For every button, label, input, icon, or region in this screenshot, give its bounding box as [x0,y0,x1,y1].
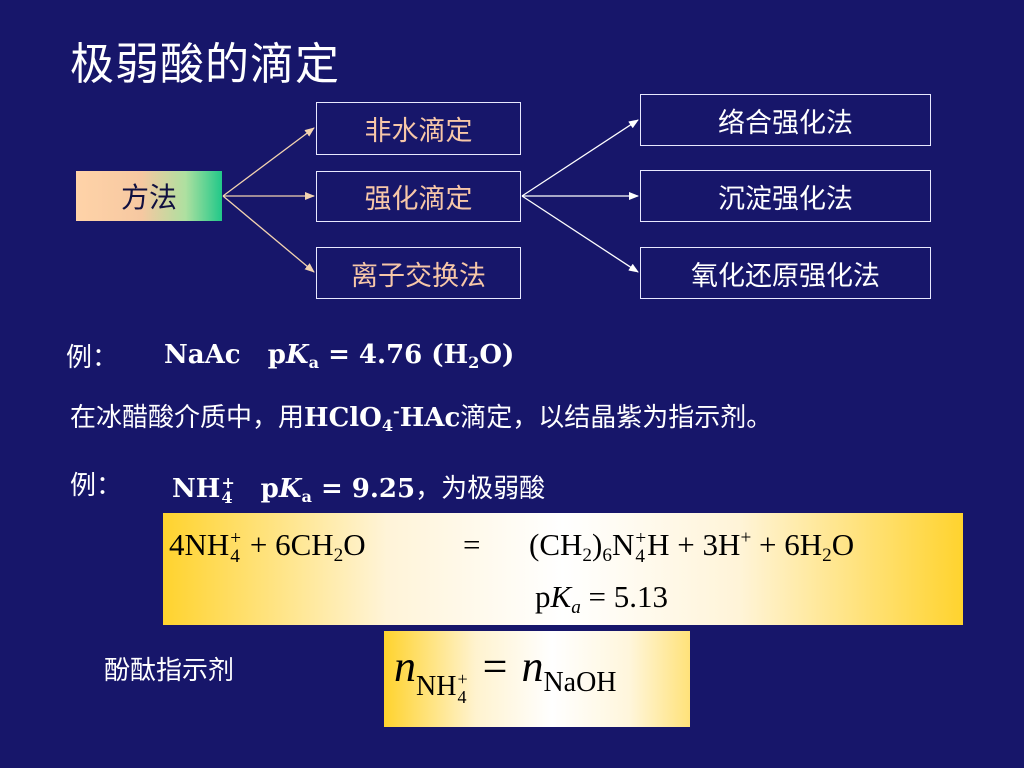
example2-compound: NH [172,474,221,504]
pka-k: K [285,340,309,370]
branch-enhanced: 强化滴定 [316,171,521,222]
arrow-to-ion-exchange [222,195,315,273]
eq-l1-scripts: +4 [230,527,242,567]
example1-compound: NaAc [164,340,241,370]
relation-equation: nNH+4=nNaOH [394,641,617,706]
eq-l1-sup: + [230,527,242,549]
water-end: O) [479,340,515,370]
rel-n1-subscript: NH+4 [416,669,469,707]
example2-suffix: ，为极弱酸 [415,474,546,504]
eq-r3: N [611,527,635,562]
example1-pka-value: = 4.76 (H [319,340,469,370]
desc-formula2: HAc [399,403,461,433]
ion-sup: + [221,472,235,492]
desc-sup: - [393,401,400,421]
eq-r3-sup: + [635,527,647,549]
eq-pka-p: p [535,579,551,614]
eq-r6: O [831,527,855,562]
pka-sub-a: a [308,352,320,372]
example1-prefix: 例： [66,343,119,373]
eq-equals: = [463,527,481,562]
example1-description: 在冰醋酸介质中，用HClO4-HAc滴定，以结晶紫为指示剂。 [70,397,772,435]
eq-r4-sup: + [740,527,752,549]
eq-l2: + 6CH [242,527,334,562]
example2-ion-scripts: +4 [221,472,235,507]
example1-line: 例： [66,337,118,374]
reaction-equation: 4NH+4 + 6CH2O [169,527,366,567]
eq-pka-a: a [571,596,581,618]
eq-r3-scripts: +4 [635,527,647,567]
pka-k: K [278,474,302,504]
eq-r5-sub: 2 [822,544,832,566]
eq-pka-k: K [550,579,572,614]
eq-l3: O [343,527,366,562]
rel-eq: = [482,642,508,691]
desc-sub: 4 [381,415,394,435]
desc-text2: 滴定，以结晶紫为指示剂。 [460,403,773,433]
arrow-to-redox [521,195,639,273]
eq-l1-sub: 4 [230,545,240,567]
rel-n2: n [521,642,544,691]
enhance-redox: 氧化还原强化法 [640,247,931,299]
ion-sub: 4 [221,488,233,507]
eq-l1: 4NH [169,527,230,562]
relation-box: nNH+4=nNaOH [384,631,690,727]
arrow-to-nonaqueous [222,127,315,197]
rel-n1-sub: NH [416,671,457,702]
eq-pka-value: = 5.13 [580,579,669,614]
rel-n2-sub: NaOH [543,667,617,698]
rel-n1-sup: + [457,669,468,690]
rel-n1-sub2: 4 [457,686,467,707]
arrow-to-complex [521,119,639,197]
eq-r4: H + 3H [647,527,741,562]
desc-text1: 在冰醋酸介质中，用 [70,403,305,433]
pka-sub-a: a [301,486,312,506]
example2-line: 例： [70,465,122,502]
desc-formula1: HClO [304,403,382,433]
eq-r1: (CH [529,527,583,562]
eq-r1-sub: 2 [582,544,592,566]
rel-n1: n [394,642,416,691]
water-sub: 2 [468,352,480,372]
eq-r2: ) [592,527,603,562]
branch-ion-exchange: 离子交换法 [316,247,521,299]
page-title: 极弱酸的滴定 [70,39,340,90]
example2-prefix: 例： [70,471,123,501]
eq-r2-sub: 6 [602,544,612,566]
branch-nonaqueous: 非水滴定 [316,102,521,155]
eq-r3-sub: 4 [635,545,645,567]
pka-p: p [267,340,286,370]
pka-p: p [260,474,279,504]
method-box: 方法 [76,171,222,221]
rel-n1-scripts: +4 [457,669,468,707]
eq-r5: + 6H [751,527,823,562]
eq-l2-sub: 2 [333,544,344,566]
indicator-label: 酚酞指示剂 [104,656,235,686]
enhance-precipitation: 沉淀强化法 [640,170,931,222]
example1-formula: NaAc pKa = 4.76 (H2O) [164,340,514,372]
enhance-complex: 络合强化法 [640,94,931,146]
example2-pka-value: = 9.25 [311,474,416,504]
equation-pka: pKa = 5.13 [535,579,668,619]
example2-formula: NH+4 pKa = 9.25，为极弱酸 [172,468,545,506]
